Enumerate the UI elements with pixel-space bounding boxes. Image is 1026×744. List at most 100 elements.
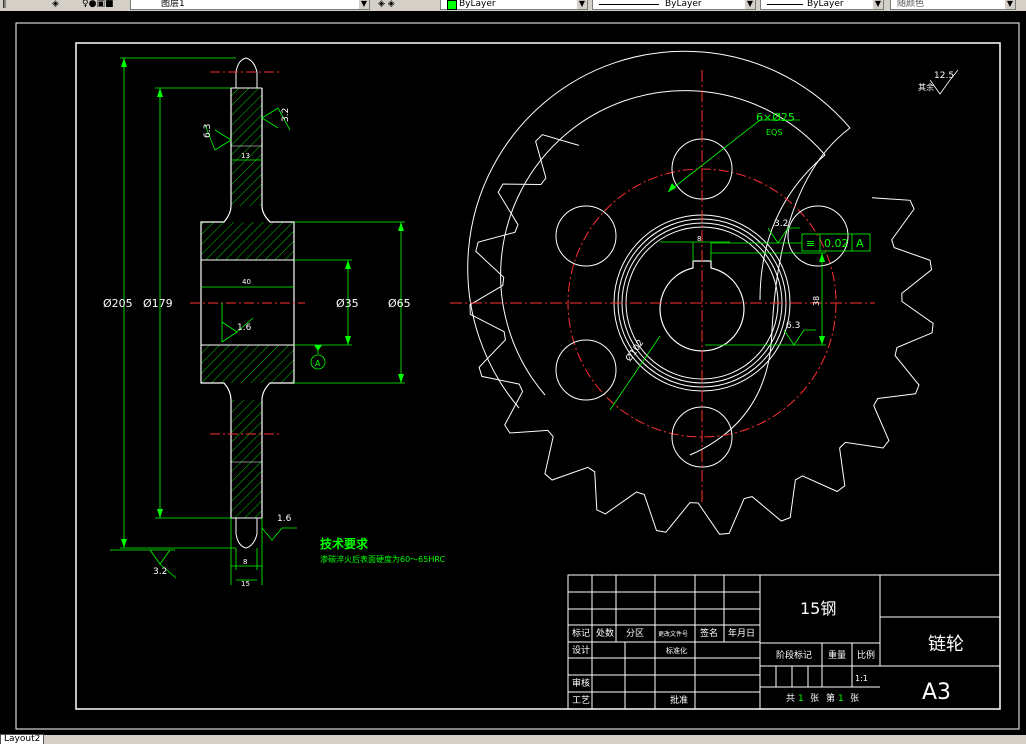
lineweight-dropdown[interactable]: ByLayer ▼ [760, 0, 884, 10]
tb-page-n: 1 [838, 694, 844, 704]
color-dropdown[interactable]: ByLayer ▼ [440, 0, 588, 10]
hatch-hub-top [201, 222, 294, 260]
hatch-top-rim [231, 88, 262, 206]
dim-key-depth: 38 [812, 296, 821, 306]
chevron-down-icon[interactable]: ▼ [745, 0, 755, 9]
tech-req-title: 技术要求 [320, 536, 369, 551]
lineweight-preview [767, 4, 803, 5]
rim-circle [500, 90, 826, 396]
tb-header-3: 更改文件号 [658, 630, 688, 638]
tb-review: 审核 [572, 677, 590, 689]
rough-32-right: 3.2 [774, 219, 788, 229]
dim-w13: 13 [241, 152, 250, 160]
dim-len40: 40 [242, 278, 251, 286]
chevron-down-icon[interactable]: ▼ [1005, 0, 1015, 9]
dim-w15: 15 [241, 580, 250, 588]
chevron-down-icon[interactable]: ▼ [577, 0, 587, 9]
plot-style-dropdown[interactable]: 随颜色 ▼ [890, 0, 1016, 10]
bore-with-keyway [659, 260, 745, 352]
rest-roughness: 12.5 其余 [918, 69, 959, 95]
sprocket-teeth [469, 134, 934, 535]
right-dim-arrows [668, 183, 825, 345]
tb-header-5: 年月日 [728, 627, 755, 639]
left-dim-arrows [121, 58, 404, 548]
section-view [190, 57, 305, 549]
rest-roughness-label: 其余 [918, 82, 934, 92]
tb-standardize: 标准化 [666, 646, 687, 655]
right-dimension-lines [609, 119, 826, 411]
sheet-inner-border [75, 42, 1001, 710]
dim-w8: 8 [243, 558, 247, 566]
layer-state-icons[interactable]: ♀●▣■ [82, 0, 114, 9]
tb-header-2: 分区 [626, 628, 644, 639]
rough-63-top: 6.3 [203, 124, 213, 138]
bolt-hole [787, 205, 849, 267]
chevron-down-icon[interactable]: ▼ [359, 0, 369, 9]
linetype-value: ByLayer [665, 0, 702, 9]
chevron-down-icon[interactable]: ▼ [873, 0, 883, 9]
tb-sheet2: 张 [850, 693, 859, 704]
tb-material: 15钢 [800, 599, 836, 618]
right-dim-labels: 6×Ø25 EQS Ø102 8 38 3.2 6.3 [623, 111, 821, 364]
title-block-text: 标记 处数 分区 更改文件号 签名 年月日 设计 标准化 审核 工艺 批准 阶段… [572, 599, 964, 706]
tol-value: 0.02 [824, 237, 849, 250]
properties-toolbar: ‖ ◈ ♀●▣■ 图层1 ▼ ◈ ◈ ByLayer ▼ ByLayer ▼ B… [0, 0, 1026, 12]
dim-d65: Ø65 [388, 297, 411, 310]
tb-sheet-size: A3 [922, 680, 951, 705]
tb-process: 工艺 [572, 695, 590, 706]
linetype-preview [599, 4, 659, 5]
linetype-dropdown[interactable]: ByLayer ▼ [592, 0, 756, 10]
tol-datum: A [856, 237, 864, 250]
drawing-canvas[interactable]: Ø205 Ø179 Ø35 Ø65 40 13 8 15 1.6 1.6 3.2… [0, 11, 1026, 735]
color-value: ByLayer [459, 0, 496, 9]
dim-d205: Ø205 [103, 297, 133, 310]
dim-key-width: 8 [697, 235, 701, 243]
tb-header-4: 签名 [700, 627, 718, 639]
left-dim-labels: Ø205 Ø179 Ø35 Ø65 40 13 8 15 1.6 1.6 3.2… [103, 108, 411, 588]
tb-sheet: 张 [810, 693, 819, 704]
tb-scale: 1:1 [855, 674, 868, 683]
hatch-hub-bottom [201, 345, 294, 383]
layer-manager-icon[interactable]: ◈ [52, 0, 59, 9]
rough-16-hub: 1.6 [237, 323, 252, 333]
layout-tab-bar: Layout2 [0, 734, 1026, 744]
tb-scale-label: 比例 [857, 649, 875, 661]
tb-stage-mark: 阶段标记 [776, 649, 812, 661]
plot-style-value: 随颜色 [897, 0, 925, 9]
tech-req-text: 渗碳淬火后表面硬度为60～65HRC [320, 554, 446, 564]
dim-d179: Ø179 [143, 297, 173, 310]
tb-weight: 重量 [828, 649, 846, 661]
symmetry-icon: ≡ [806, 237, 815, 250]
hatch-bottom-rim [231, 400, 262, 518]
left-dimension-lines [110, 57, 405, 585]
cad-drawing: Ø205 Ø179 Ø35 Ø65 40 13 8 15 1.6 1.6 3.2… [15, 22, 1020, 730]
layout-tab[interactable]: Layout2 [0, 734, 45, 744]
tb-part-name: 链轮 [928, 634, 964, 655]
root-circle [467, 50, 851, 409]
color-swatch [447, 0, 457, 10]
rough-32-bottom: 3.2 [153, 567, 167, 577]
dim-holes: 6×Ø25 [756, 111, 795, 124]
bolt-hole [555, 339, 617, 401]
tb-approve: 批准 [670, 694, 688, 706]
title-block-frame [567, 574, 1001, 710]
dim-d35: Ø35 [336, 297, 359, 310]
layer-dropdown[interactable]: 图层1 ▼ [130, 0, 370, 10]
tb-header-0: 标记 [572, 627, 590, 639]
tb-design: 设计 [572, 644, 590, 656]
break-line [689, 127, 851, 456]
sheet-outer-border [15, 22, 1020, 730]
lineweight-value: ByLayer [807, 0, 844, 9]
datum-a-left: A [315, 359, 321, 368]
tb-total-n: 1 [798, 694, 804, 704]
rest-roughness-value: 12.5 [934, 71, 954, 81]
rough-16-bottom: 1.6 [277, 514, 292, 524]
layer-name: 图层1 [161, 0, 185, 9]
dim-eqs: EQS [766, 128, 782, 137]
geo-tolerance-frame: ≡ 0.02 A [801, 233, 871, 252]
layer-previous-icon[interactable]: ◈ ◈ [378, 0, 395, 9]
rough-63-right: 6.3 [786, 321, 800, 331]
front-view [450, 50, 934, 535]
tb-total: 共 [786, 693, 795, 704]
toolbar-grip: ‖ [2, 0, 7, 9]
